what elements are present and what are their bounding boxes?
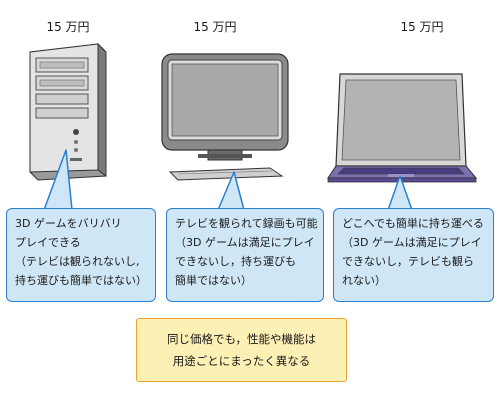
summary-line: 同じ価格でも，性能や機能は bbox=[166, 332, 317, 346]
tv-monitor-illustration bbox=[161, 53, 289, 181]
bubble-laptop: どこへでも簡単に持ち運べる （3D ゲームは満足にプレイ できないし，テレビも観… bbox=[333, 208, 494, 302]
tv-desc-line: （3D ゲームは満足にプレイ bbox=[175, 236, 315, 249]
laptop-desc-line: できないし，テレビも観ら bbox=[342, 255, 474, 268]
bubble-desktop: 3D ゲームをバリバリ プレイできる （テレビは観られないし, 持ち運びも簡単で… bbox=[6, 208, 156, 302]
price-desktop: 15 万円 bbox=[46, 20, 90, 34]
laptop-illustration bbox=[327, 73, 478, 183]
desktop-desc-line: （テレビは観られないし, bbox=[15, 255, 140, 268]
laptop-desc-line: どこへでも簡単に持ち運べる bbox=[342, 217, 484, 230]
summary-line: 用途ごとにまったく異なる bbox=[172, 354, 311, 368]
bubble-tv-monitor: テレビを観られて録画も可能 （3D ゲームは満足にプレイ できないし，持ち運びも… bbox=[166, 208, 324, 302]
desktop-pc-illustration bbox=[29, 42, 107, 181]
price-tv-monitor: 15 万円 bbox=[193, 20, 237, 34]
price-laptop: 15 万円 bbox=[400, 20, 444, 34]
tv-desc-line: 簡単ではない） bbox=[175, 274, 252, 287]
tv-desc-line: できないし，持ち運びも bbox=[175, 255, 296, 268]
summary-box: 同じ価格でも，性能や機能は 用途ごとにまったく異なる bbox=[136, 318, 347, 382]
desktop-desc-line: プレイできる bbox=[15, 236, 81, 249]
laptop-desc-line: れない） bbox=[342, 274, 386, 287]
laptop-desc-line: （3D ゲームは満足にプレイ bbox=[342, 236, 482, 249]
desktop-desc-line: 3D ゲームをバリバリ bbox=[15, 217, 122, 230]
desktop-desc-line: 持ち運びも簡単ではない） bbox=[15, 274, 147, 287]
tv-desc-line: テレビを観られて録画も可能 bbox=[175, 217, 318, 230]
